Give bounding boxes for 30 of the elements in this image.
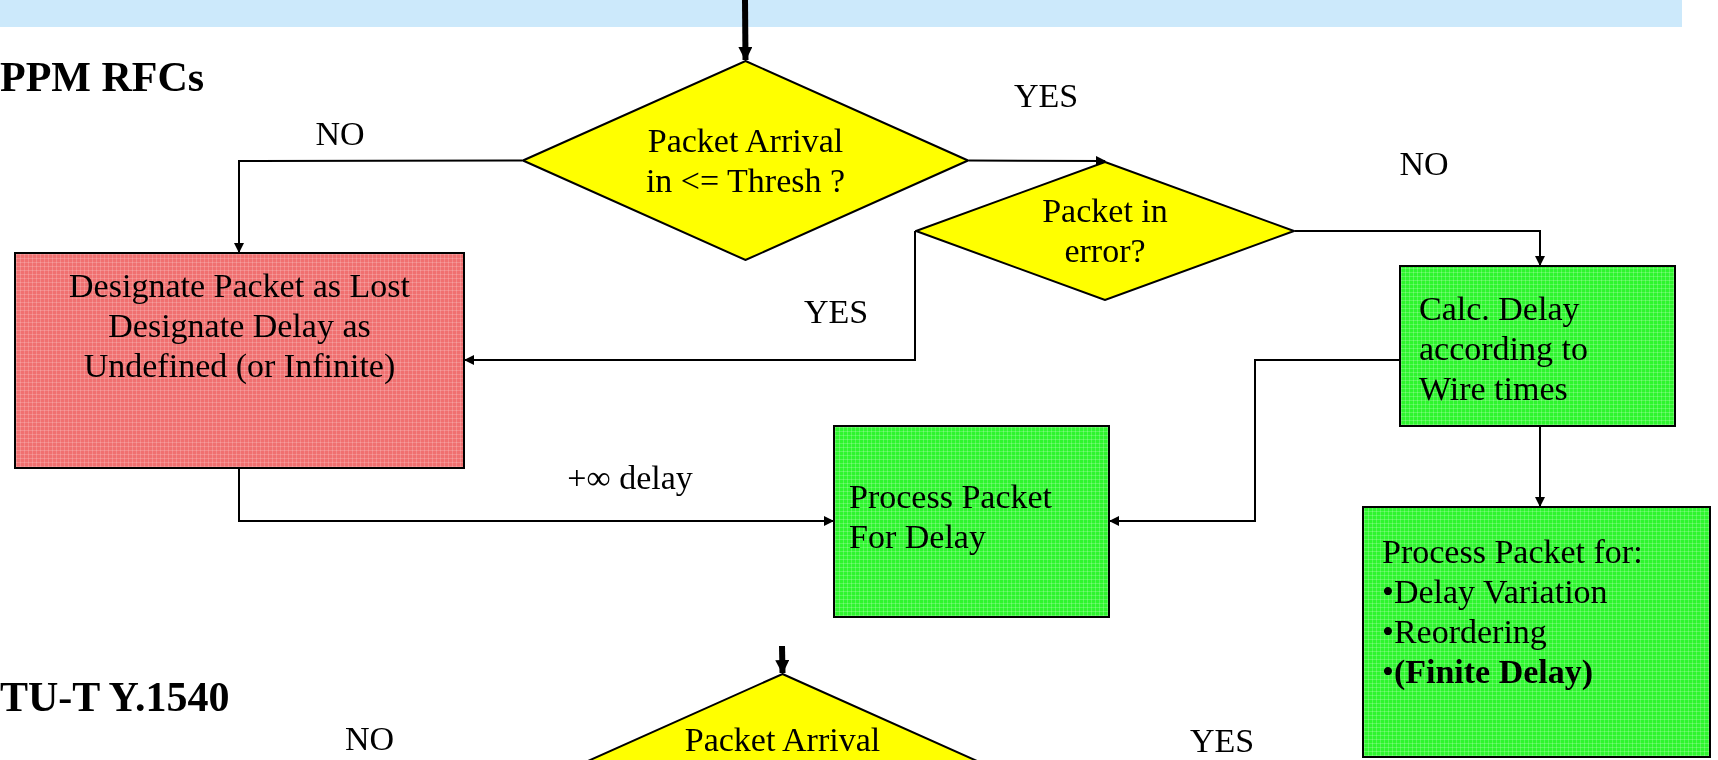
arrow (1294, 230, 1545, 266)
process-box (833, 425, 1110, 618)
box-text: •Delay Variation (1382, 572, 1609, 613)
arrow (775, 645, 790, 674)
branch-label: YES (1190, 724, 1255, 758)
process-box (1362, 506, 1711, 758)
section-heading: PPM RFCs (0, 56, 205, 98)
box-text: Calc. Delay according to Wire times (1419, 289, 1589, 410)
outcome-box (14, 252, 465, 469)
branch-label: NO (345, 722, 395, 756)
box-text: •Reordering (1382, 612, 1548, 653)
box-text: Process Packet For Delay (849, 477, 1053, 558)
section-heading: TU-T Y.1540 (0, 676, 230, 718)
arrow (464, 230, 916, 365)
process-box (1399, 265, 1676, 427)
box-text: Designate Packet as Lost (68, 266, 411, 306)
box-text: Process Packet for: (1382, 532, 1644, 572)
arrow (1109, 359, 1400, 526)
arrow (234, 159, 523, 253)
box-text: •(Finite Delay) (1382, 652, 1595, 693)
decision-text: Packet Arrival (683, 719, 882, 760)
decision-diamond (522, 60, 969, 261)
decision-text: Packet Arrival in <= Thresh ? (644, 120, 847, 201)
box-text: Designate Delay as Undefined (or Infinite) (82, 306, 397, 387)
arrow (968, 155, 1106, 166)
arrow (1535, 426, 1545, 507)
arrow (738, 0, 753, 61)
decision-diamond (915, 161, 1295, 301)
decision-text: Packet in error? (1041, 190, 1169, 271)
arrow (238, 468, 834, 526)
